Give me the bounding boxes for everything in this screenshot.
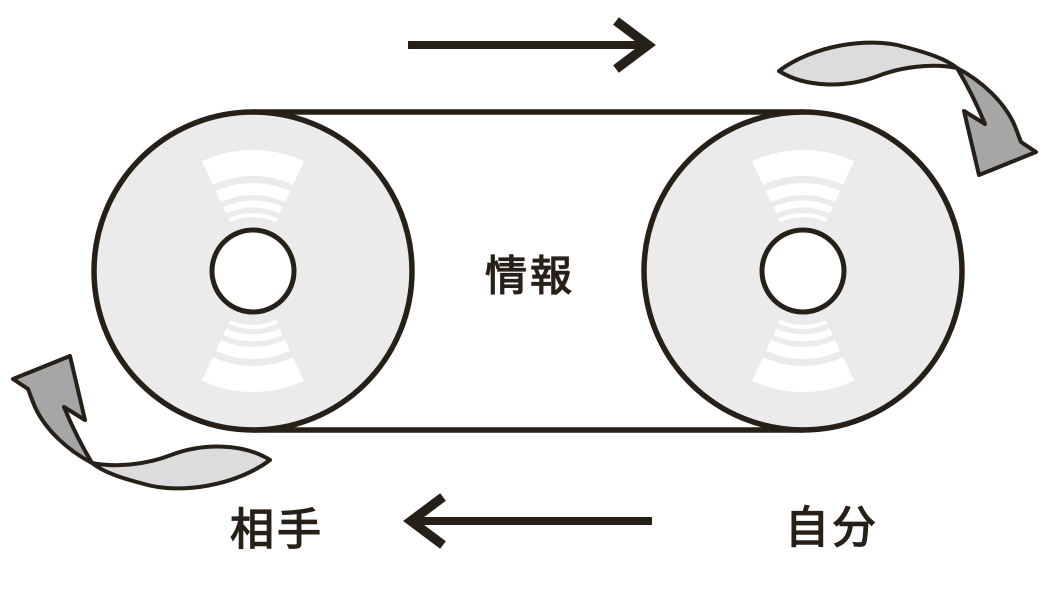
- flow-arrow-left-icon: [403, 493, 652, 549]
- information-label: 情報: [485, 253, 575, 300]
- self-label: 自分: [785, 504, 879, 553]
- right-reel: [644, 112, 962, 430]
- arrow-head: [403, 493, 446, 549]
- flow-arrow-right-icon: [408, 17, 656, 73]
- arrow-head: [613, 17, 656, 73]
- partner-label: 相手: [230, 506, 324, 555]
- left-reel: [94, 112, 412, 430]
